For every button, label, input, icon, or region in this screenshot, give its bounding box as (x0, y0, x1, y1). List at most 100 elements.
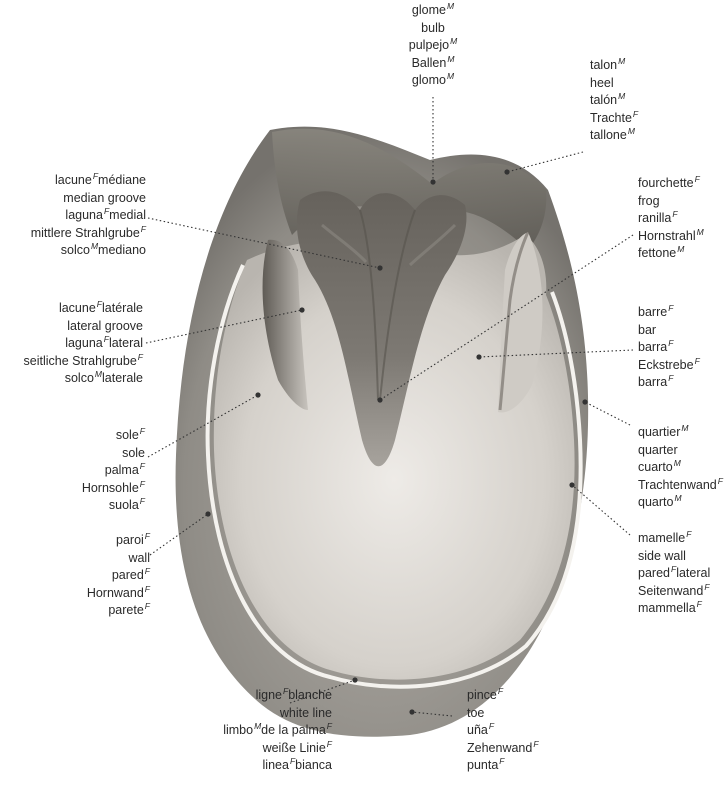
gender-marker: M (450, 36, 457, 46)
label-line: talónM (590, 92, 638, 110)
term-word: mamelle (638, 531, 685, 545)
label-line: heel (590, 75, 638, 93)
label-line: TrachtenwandF (638, 477, 723, 495)
term-word: Zehenwand (467, 741, 532, 755)
gender-marker: F (668, 303, 673, 313)
term-word: mittlere Strahlgrube (31, 226, 140, 240)
term-word: bulb (421, 21, 445, 35)
label-line: lagunaFlateral (24, 335, 143, 353)
label-line: paroiF (87, 532, 150, 550)
label-line: median groove (31, 190, 146, 208)
label-line: quarter (638, 442, 723, 460)
gender-marker: F (145, 566, 150, 576)
gender-marker: F (718, 476, 723, 486)
gender-marker: M (447, 54, 454, 64)
term-word: ranilla (638, 211, 671, 225)
label-line: white line (223, 705, 332, 723)
term-word: Seitenwand (638, 584, 703, 598)
term-word: fourchette (638, 176, 694, 190)
label-line: BallenM (392, 55, 474, 73)
label-line: solcoMlaterale (24, 370, 143, 388)
gender-marker: F (633, 109, 638, 119)
label-line: barreF (638, 304, 700, 322)
term-word: frog (638, 194, 660, 208)
label-line: limboMde la palmaF (223, 722, 332, 740)
gender-marker: M (674, 458, 681, 468)
label-line: paredFlateral (638, 565, 710, 583)
term-word: Hornsohle (82, 481, 139, 495)
term-word: barre (638, 305, 667, 319)
term-word: suola (109, 498, 139, 512)
term-word: quarter (638, 443, 678, 457)
term-word: palma (105, 463, 139, 477)
term-word: solco (65, 371, 94, 385)
gender-marker: F (498, 686, 503, 696)
term-word: sole (116, 428, 139, 442)
gender-marker: F (327, 721, 332, 731)
term-word: pulpejo (409, 38, 449, 52)
term-word: seitliche Strahlgrube (24, 354, 137, 368)
term-word: bar (638, 323, 656, 337)
term-word: parete (108, 603, 143, 617)
label-line: glomeM (392, 2, 474, 20)
label-line: puntaF (467, 757, 539, 775)
label-line: fettoneM (638, 245, 704, 263)
label-line: talonM (590, 57, 638, 75)
term-word: limbo (223, 723, 253, 737)
label-line: lacuneFlatérale (24, 300, 143, 318)
term-word: Hornwand (87, 586, 144, 600)
label-line: seitliche StrahlgrubeF (24, 353, 143, 371)
gender-marker: M (674, 493, 681, 503)
term-word: Eckstrebe (638, 358, 694, 372)
term-word: wall (128, 551, 150, 565)
term-word: glomo (412, 73, 446, 87)
term-word: talón (590, 93, 617, 107)
gender-marker: F (327, 739, 332, 749)
label-line: lineaFbianca (223, 757, 332, 775)
term-word: glome (412, 3, 446, 17)
term-tail: blanche (288, 688, 332, 702)
label-line: cuartoM (638, 459, 723, 477)
label-line: palmaF (82, 462, 145, 480)
term-word: laguna (65, 336, 103, 350)
gender-marker: F (140, 496, 145, 506)
gender-marker: F (695, 174, 700, 184)
term-word: barra (638, 375, 667, 389)
term-word: heel (590, 76, 614, 90)
gender-marker: M (618, 91, 625, 101)
label-line: pareteF (87, 602, 150, 620)
term-word: pared (112, 568, 144, 582)
gender-marker: F (672, 209, 677, 219)
term-word: median groove (63, 191, 146, 205)
label-line: ZehenwandF (467, 740, 539, 758)
label-line: lateral groove (24, 318, 143, 336)
term-tail: lateral (676, 566, 710, 580)
term-word: talon (590, 58, 617, 72)
gender-marker: F (697, 599, 702, 609)
label-pince: pinceFtoeuñaFZehenwandFpuntaF (467, 687, 539, 775)
leader-quartier (585, 402, 630, 425)
label-line: talloneM (590, 127, 638, 145)
term-word: pince (467, 688, 497, 702)
term-tail: médiane (98, 173, 146, 187)
gender-marker: F (145, 531, 150, 541)
label-line: weiße LinieF (223, 740, 332, 758)
gender-marker: M (618, 56, 625, 66)
label-line: SeitenwandF (638, 583, 710, 601)
label-line: EckstrebeF (638, 357, 700, 375)
label-glome: glomeMbulbpulpejoMBallenMglomoM (392, 2, 474, 90)
label-line: HornstrahlM (638, 228, 704, 246)
term-tail: bianca (295, 758, 332, 772)
term-word: pared (638, 566, 670, 580)
gender-marker: F (668, 338, 673, 348)
label-line: barraF (638, 374, 700, 392)
gender-marker: F (138, 352, 143, 362)
gender-marker: F (499, 756, 504, 766)
term-word: ligne (256, 688, 282, 702)
term-word: quarto (638, 495, 673, 509)
label-line: solcoMmediano (31, 242, 146, 260)
